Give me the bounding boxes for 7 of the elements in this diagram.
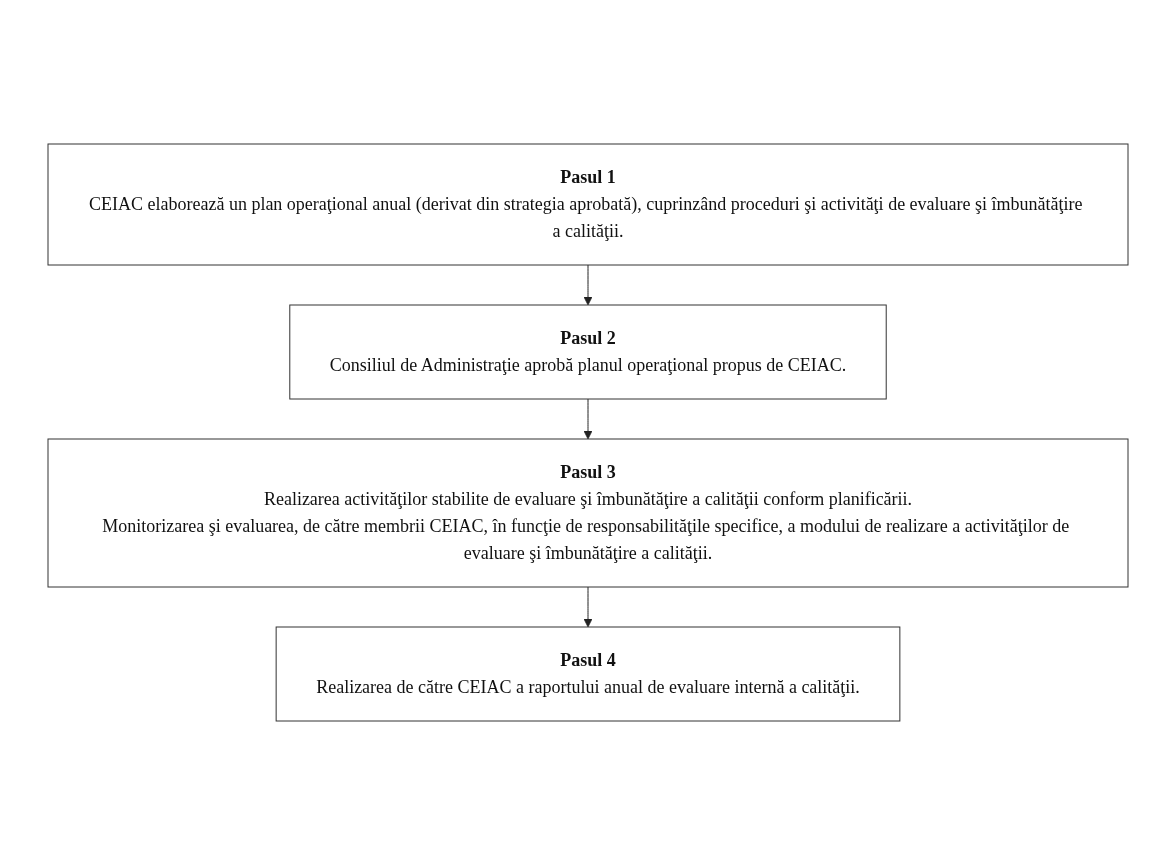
- arrow: [583, 264, 593, 306]
- node-box: Pasul 3 Realizarea activităţilor stabilite de evaluare şi îmbunătăţire a calităţii conform planificării. Monitorizarea şi evaluarea, de către membrii CEIAC, în funcţie de responsabilităţile specifice, a modului de realizare a activităţilor de evaluare şi îmbunătăţire a calităţii.: [47, 438, 1129, 588]
- node-box: Pasul 2 Consiliul de Administraţie aprobă planul operaţional propus de CEIAC.: [289, 304, 887, 400]
- arrow: [583, 398, 593, 440]
- node-box: Pasul 4 Realizarea de către CEIAC a raportului anual de evaluare internă a calităţii.: [275, 626, 901, 722]
- node-box: Pasul 1 CEIAC elaborează un plan operaţional anual (derivat din strategia aprobată), cuprinzând proceduri şi activităţi de evaluare şi îmbunătăţire a calităţii.: [47, 143, 1129, 266]
- arrow: [583, 586, 593, 628]
